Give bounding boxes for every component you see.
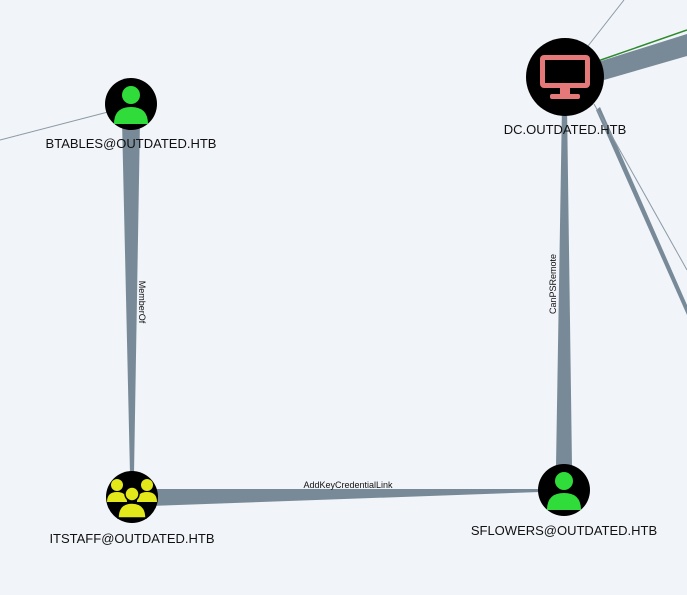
edge-offscreen-dc-right-thin xyxy=(593,103,687,271)
user-icon xyxy=(547,472,581,510)
node-btables[interactable]: BTABLES@OUTDATED.HTB xyxy=(46,78,217,151)
edge-offscreen-btables xyxy=(0,111,109,141)
edge-offscreen-dc-right xyxy=(596,107,687,315)
edge-label-canpsremote: CanPSRemote xyxy=(548,254,558,314)
node-label-sflowers: SFLOWERS@OUTDATED.HTB xyxy=(471,523,657,538)
group-icon xyxy=(107,479,157,519)
edges: MemberOf AddKeyCredentialLink CanPSRemot… xyxy=(122,105,572,506)
node-label-btables: BTABLES@OUTDATED.HTB xyxy=(46,136,217,151)
node-dc[interactable]: DC.OUTDATED.HTB xyxy=(504,38,627,137)
edge-offscreen-dc-green xyxy=(594,29,687,63)
node-sflowers[interactable]: SFLOWERS@OUTDATED.HTB xyxy=(471,464,657,538)
computer-icon xyxy=(540,55,590,99)
edge-label-addkeycredentiallink: AddKeyCredentialLink xyxy=(303,480,393,490)
edge-canpsremote[interactable] xyxy=(556,105,572,466)
node-itstaff[interactable]: ITSTAFF@OUTDATED.HTB xyxy=(49,471,215,546)
node-label-dc: DC.OUTDATED.HTB xyxy=(504,122,627,137)
background-edges xyxy=(0,0,687,315)
edge-addkeycredentiallink[interactable] xyxy=(150,489,540,506)
edge-memberof[interactable] xyxy=(122,120,140,474)
user-icon xyxy=(114,86,148,124)
edge-offscreen-dc-top xyxy=(587,0,625,47)
edge-offscreen-dc-thick xyxy=(598,34,687,80)
edge-label-memberof: MemberOf xyxy=(137,281,147,324)
node-label-itstaff: ITSTAFF@OUTDATED.HTB xyxy=(49,531,214,546)
